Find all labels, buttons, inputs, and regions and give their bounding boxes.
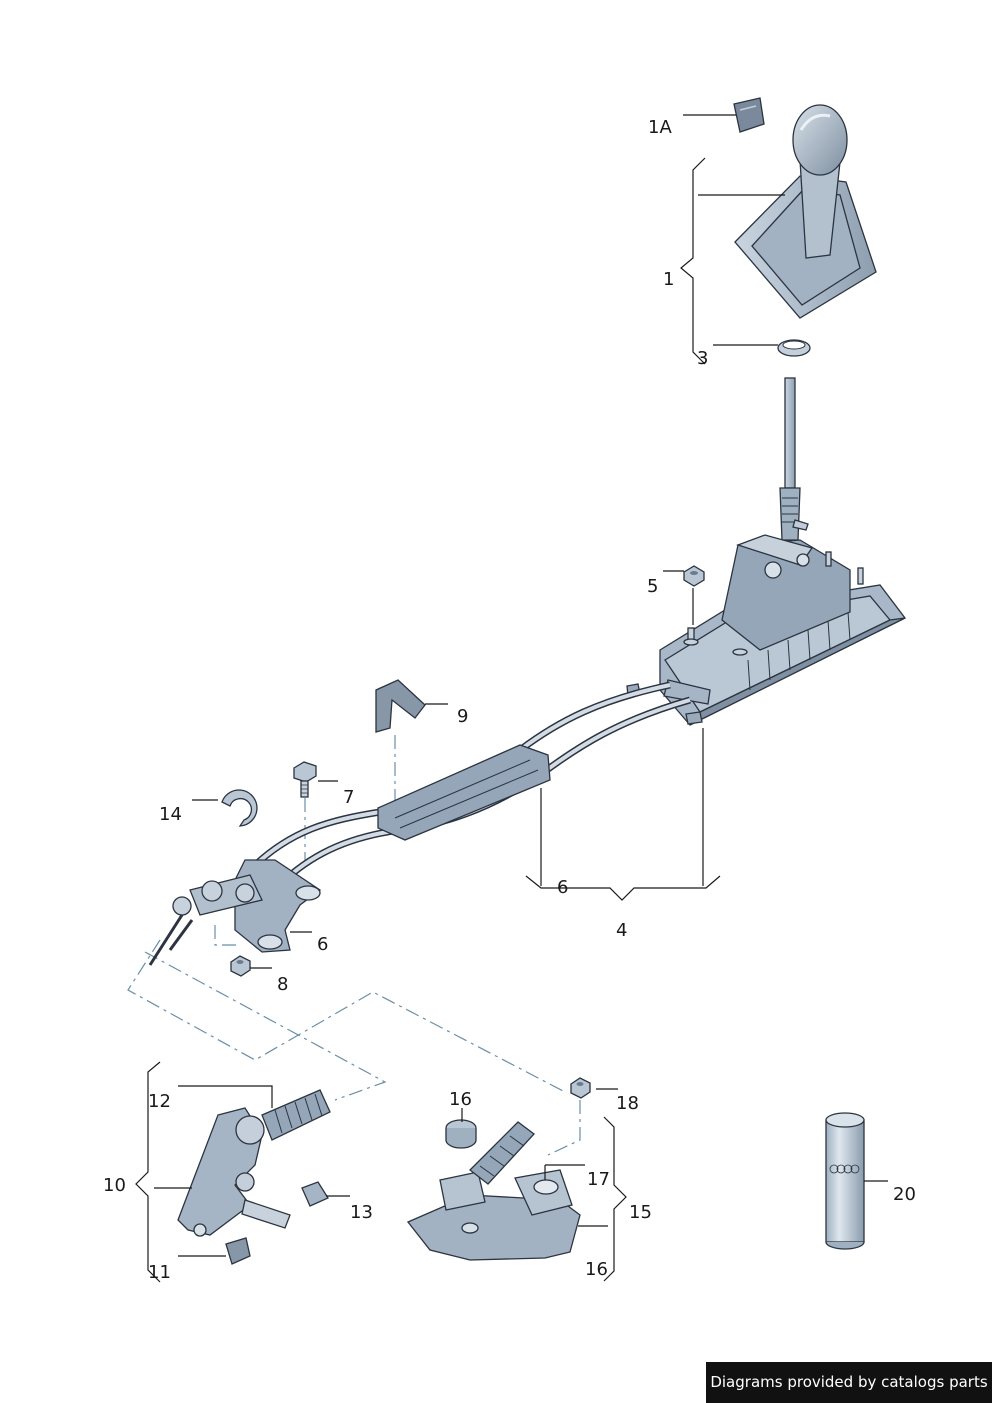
label-17: 17 — [587, 1169, 610, 1190]
label-5: 5 — [647, 576, 658, 597]
label-13: 13 — [350, 1202, 373, 1223]
clamp-ring-part — [777, 339, 811, 357]
label-3: 3 — [697, 348, 708, 369]
leader-lines — [135, 114, 888, 1283]
clip-9-part — [375, 679, 426, 733]
label-11: 11 — [148, 1262, 171, 1283]
nut-5-part — [683, 565, 705, 587]
label-16-lower: 16 — [585, 1259, 608, 1280]
circlip-14-part — [221, 789, 258, 827]
grease-tube-part — [825, 1112, 865, 1250]
label-10: 10 — [103, 1175, 126, 1196]
label-14: 14 — [159, 804, 182, 825]
gear-shifter-assembly-part — [626, 377, 906, 726]
bolt-7-part — [293, 761, 317, 798]
gear-knob-boot-part — [734, 104, 877, 319]
label-4: 4 — [616, 920, 627, 941]
cable-bracket-part — [148, 859, 322, 966]
selector-lever-part — [177, 1089, 331, 1237]
selector-bracket-part — [406, 1121, 581, 1261]
knob-insert-part — [733, 97, 765, 133]
clip-11-part — [225, 1237, 251, 1265]
label-8: 8 — [277, 974, 288, 995]
shift-cables-part — [247, 681, 691, 903]
label-1A: 1A — [648, 117, 672, 138]
label-7: 7 — [343, 787, 354, 808]
label-1: 1 — [663, 269, 674, 290]
label-18: 18 — [616, 1093, 639, 1114]
label-12: 12 — [148, 1091, 171, 1112]
label-16-upper: 16 — [449, 1089, 472, 1110]
label-6-lower: 6 — [317, 934, 328, 955]
label-6-upper: 6 — [557, 877, 568, 898]
nut-18-part — [570, 1077, 591, 1099]
part-labels: 1A 1 3 5 9 7 14 6 6 4 8 12 10 11 13 16 1… — [103, 117, 916, 1283]
label-9: 9 — [457, 706, 468, 727]
clip-13-part — [301, 1181, 329, 1207]
label-15: 15 — [629, 1202, 652, 1223]
label-20: 20 — [893, 1184, 916, 1205]
nut-8-part — [230, 955, 251, 977]
credit-banner: Diagrams provided by catalogs parts — [706, 1362, 992, 1403]
buffer-16-part — [445, 1119, 477, 1149]
